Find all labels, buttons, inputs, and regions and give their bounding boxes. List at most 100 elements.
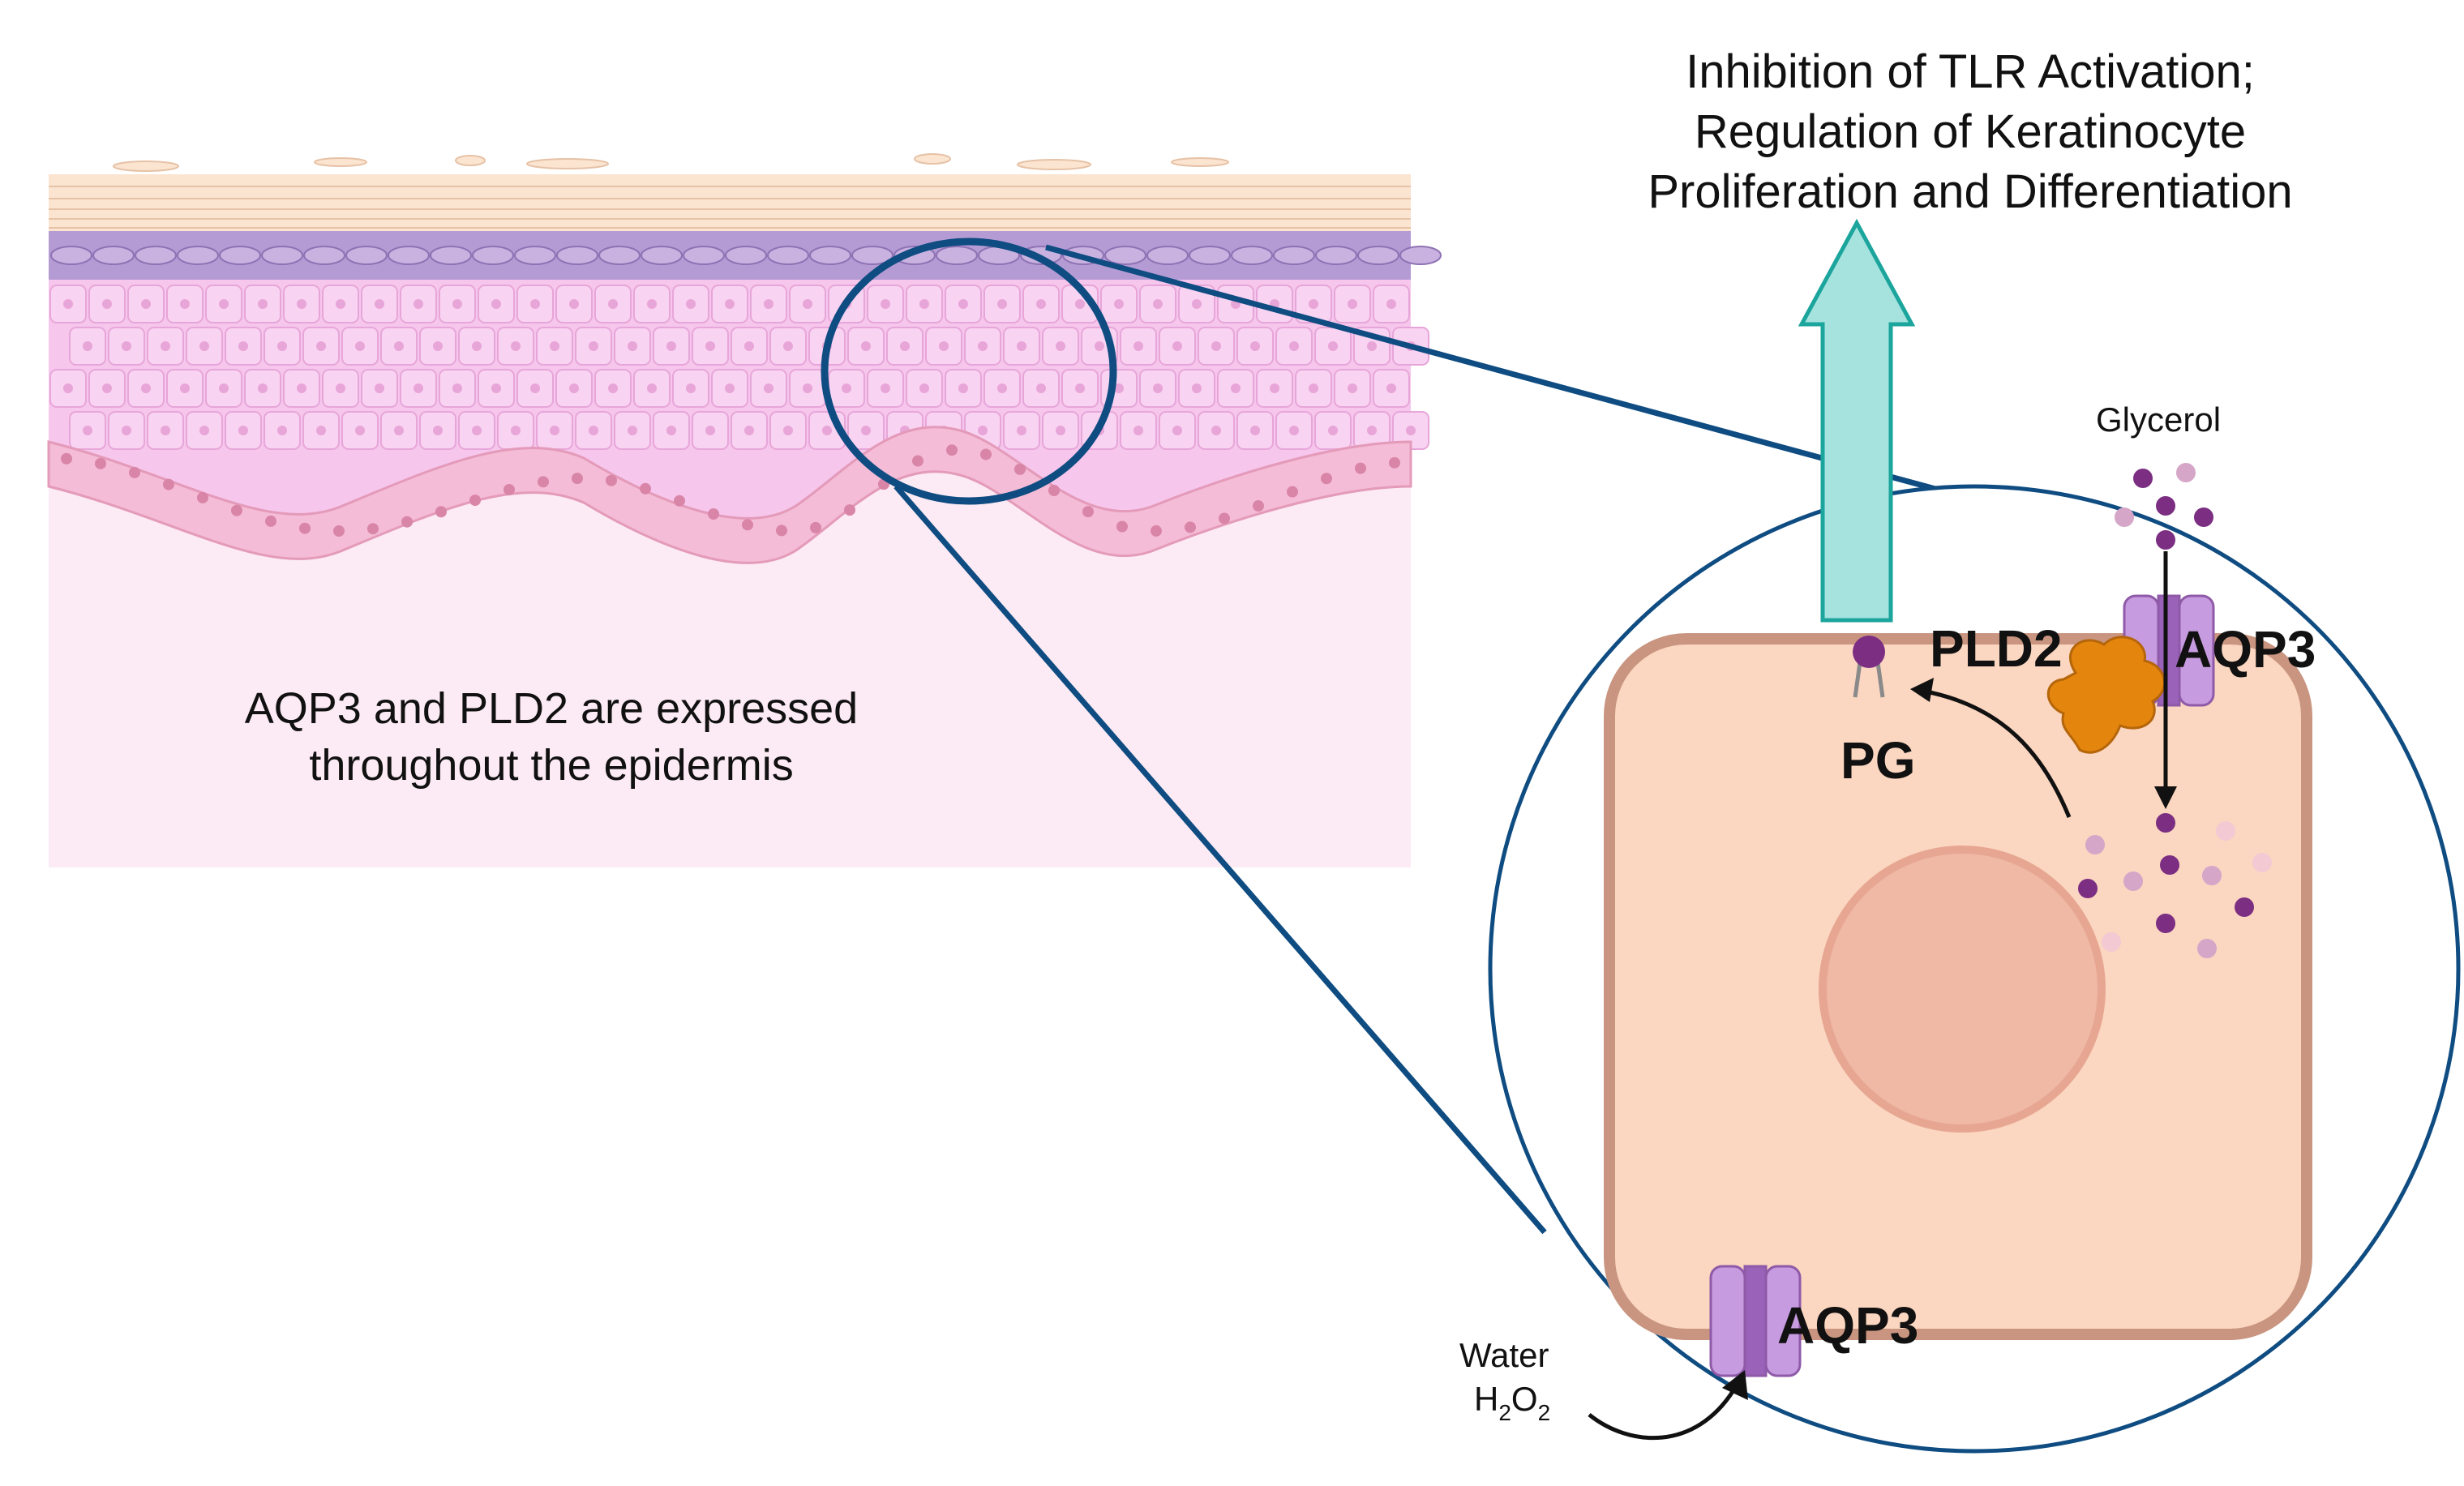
basal-cell-nucleus	[401, 516, 413, 528]
granular-cell	[1273, 246, 1315, 265]
granular-cell	[345, 246, 388, 265]
basal-cell-nucleus	[640, 482, 651, 495]
spinous-cell-nucleus	[1172, 426, 1182, 435]
spinous-cell-nucleus	[803, 383, 812, 393]
h2o2-sub-2b: 2	[1538, 1400, 1551, 1425]
granular-cell	[809, 246, 851, 265]
pld2-to-pg-arrow	[1921, 688, 2072, 818]
basal-cell-nucleus	[129, 466, 140, 478]
spinous-cell-nucleus	[1231, 383, 1241, 393]
spinous-cell-nucleus	[997, 299, 1007, 309]
glycerol-molecules-inside	[2078, 813, 2272, 958]
granular-cell	[683, 246, 725, 265]
spinous-cell-nucleus	[550, 341, 559, 351]
granular-cell	[1315, 246, 1357, 265]
basal-cell-nucleus	[61, 452, 72, 465]
spinous-cell-nucleus	[1250, 341, 1260, 351]
spinous-cell-nucleus	[1328, 341, 1338, 351]
outcome-title-line-3: Proliferation and Differentiation	[1648, 165, 2292, 218]
spinous-cell-nucleus	[199, 426, 209, 435]
spinous-cell-nucleus	[1153, 383, 1163, 393]
basal-cell-nucleus	[435, 506, 447, 518]
spinous-cell-nucleus	[199, 341, 209, 351]
spinous-cell-nucleus	[1386, 299, 1396, 309]
spinous-cell-nucleus	[764, 299, 773, 309]
granular-cell	[92, 246, 135, 265]
upward-arrow	[1798, 218, 1916, 623]
spinous-cell-nucleus	[861, 426, 871, 435]
pld2-enzyme	[2046, 636, 2166, 754]
pg-lipid	[1853, 636, 1885, 698]
spinous-cell-nucleus	[608, 299, 618, 309]
spinous-cell-nucleus	[881, 299, 890, 309]
basal-cell-nucleus	[1287, 486, 1298, 498]
desquamating-flakes	[113, 153, 1229, 172]
granular-cell	[430, 246, 472, 265]
spinous-cell-nucleus	[122, 426, 131, 435]
spinous-cell-nucleus	[277, 426, 287, 435]
spinous-cell-nucleus	[355, 341, 365, 351]
pld2-to-pg-arrowhead	[1910, 678, 1934, 702]
spinous-cell-nucleus	[122, 341, 131, 351]
basal-cell-nucleus	[231, 504, 242, 516]
basal-cell-nucleus	[1151, 525, 1162, 537]
spinous-cell-nucleus	[258, 383, 268, 393]
spinous-cell-nucleus	[725, 383, 735, 393]
spinous-cell-nucleus	[842, 383, 851, 393]
spinous-cell-nucleus	[316, 426, 326, 435]
spinous-cell-nucleus	[238, 341, 248, 351]
water-entry-arrowhead	[1722, 1370, 1748, 1400]
basal-cell-nucleus	[1116, 520, 1128, 533]
granular-cell	[851, 246, 893, 265]
spinous-cell-nucleus	[1036, 383, 1046, 393]
granular-cell	[1189, 246, 1231, 265]
basal-cell-nucleus	[946, 444, 958, 456]
outcome-title-line-2: Regulation of Keratinocyte	[1695, 105, 2246, 158]
spinous-cell-nucleus	[161, 426, 170, 435]
basal-cell-nucleus	[1048, 485, 1060, 496]
spinous-cell-nucleus	[433, 341, 443, 351]
spinous-cell-nucleus	[589, 426, 598, 435]
aqp3-channel-bottom	[1709, 1265, 1802, 1377]
basal-cell-nucleus	[163, 478, 174, 490]
granular-cell	[556, 246, 598, 265]
spinous-cell-nucleus	[1192, 299, 1202, 309]
spinous-cell-nucleus	[628, 341, 637, 351]
spinous-cell-nucleus	[1211, 426, 1221, 435]
aqp3-channel-top	[2123, 594, 2215, 707]
spinous-cell-nucleus	[589, 341, 598, 351]
granular-cell	[641, 246, 683, 265]
glycerol-molecules-outside	[2115, 463, 2213, 550]
spinous-cell-nucleus	[161, 341, 170, 351]
spinous-cell-nucleus	[491, 383, 501, 393]
spinous-cell-nucleus	[1367, 341, 1377, 351]
spinous-cell-nucleus	[83, 426, 92, 435]
spinous-cell-nucleus	[1075, 299, 1085, 309]
spinous-cell-nucleus	[530, 299, 540, 309]
spinous-cell-nucleus	[1328, 426, 1338, 435]
spinous-cell-nucleus	[63, 299, 73, 309]
spinous-cell-nucleus	[1386, 383, 1396, 393]
spinous-cell-nucleus	[1289, 341, 1299, 351]
spinous-cell-nucleus	[141, 383, 151, 393]
skin-note-line-2: throughout the epidermis	[309, 741, 793, 790]
outcome-title-line-1: Inhibition of TLR Activation;	[1686, 45, 2255, 98]
spinous-cell-nucleus	[1056, 426, 1065, 435]
spinous-cell-nucleus	[1406, 426, 1416, 435]
spinous-cell-nucleus	[1114, 383, 1124, 393]
spinous-cell-nucleus	[958, 383, 968, 393]
spinous-cell-nucleus	[939, 341, 949, 351]
stratum-corneum	[49, 174, 1411, 231]
basal-cell-nucleus	[504, 483, 515, 495]
basal-cell-nucleus	[1321, 473, 1332, 485]
h2o2-h: H	[1474, 1380, 1498, 1418]
spinous-cell-nucleus	[550, 426, 559, 435]
spinous-cell-nucleus	[1114, 299, 1124, 309]
spinous-cell-nucleus	[258, 299, 268, 309]
basal-cell-nucleus	[469, 495, 481, 507]
spinous-cell-nucleus	[705, 341, 715, 351]
granular-cell	[1399, 246, 1442, 265]
basal-cell-nucleus	[1253, 500, 1264, 512]
